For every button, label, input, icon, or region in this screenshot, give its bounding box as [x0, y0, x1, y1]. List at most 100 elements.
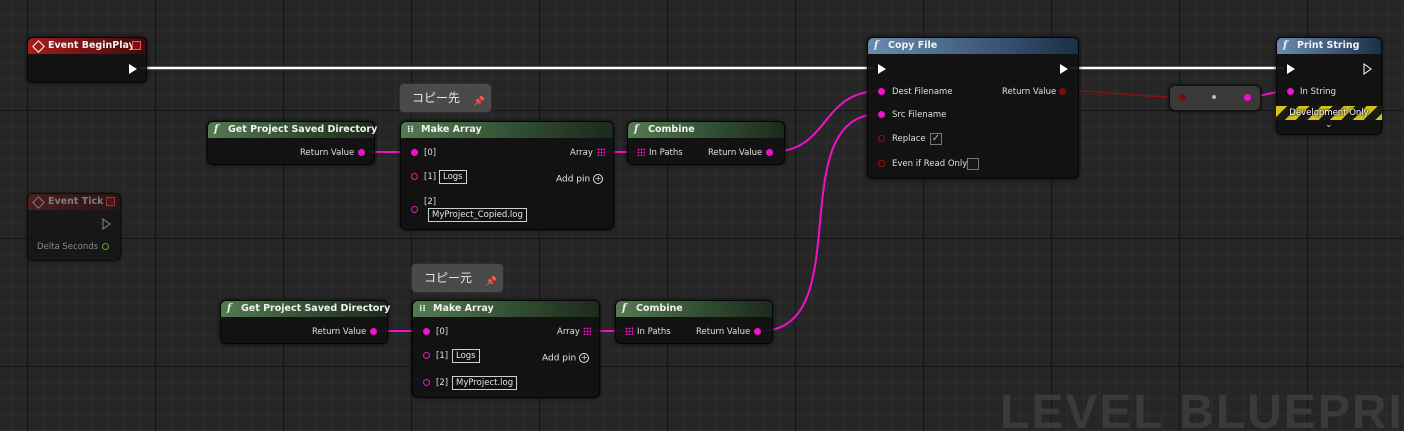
exec-out-pin[interactable] [1363, 63, 1372, 75]
pin-label: [0] [424, 148, 437, 158]
node-make-array-2[interactable]: ⁝⁝ Make Array [0] [1] Logs [2] MyProject… [412, 300, 600, 398]
pin-label: [1] [436, 351, 449, 361]
replace-pin[interactable] [878, 135, 885, 142]
src-filename-pin[interactable] [878, 111, 885, 118]
return-value-label: Return Value [1002, 87, 1057, 97]
node-title: Event Tick [48, 196, 104, 207]
array-input-pin-2[interactable] [411, 206, 418, 213]
node-title: Make Array [421, 124, 482, 135]
node-title: Event BeginPlay [48, 40, 135, 51]
comment-copy-src[interactable]: コピー元 📌 [411, 263, 504, 293]
node-title: Make Array [433, 303, 494, 314]
return-value-pin[interactable] [754, 328, 761, 335]
node-get-project-saved-directory-2[interactable]: f Get Project Saved Directory Return Val… [220, 300, 390, 344]
exec-out-pin[interactable] [129, 64, 137, 74]
even-if-read-only-pin[interactable] [878, 160, 885, 167]
function-icon: f [634, 124, 639, 135]
in-paths-label: In Paths [649, 148, 683, 158]
array-output-pin[interactable] [597, 148, 605, 156]
plus-icon: + [593, 174, 604, 184]
pin-icon[interactable]: 📌 [473, 97, 485, 107]
comment-text: コピー先 [412, 91, 461, 105]
array-input-pin-0[interactable] [411, 149, 418, 156]
node-header: f Combine [616, 301, 772, 317]
in-string-label: In String [1300, 87, 1336, 97]
replace-checkbox[interactable]: ✓ [930, 133, 942, 145]
return-value-pin[interactable] [766, 149, 773, 156]
conversion-input-pin[interactable] [1179, 94, 1186, 101]
make-array-icon: ⁝⁝ [407, 125, 414, 135]
delegate-pin-icon[interactable] [106, 197, 115, 206]
make-array-icon: ⁝⁝ [419, 304, 426, 314]
node-header: f Combine [628, 122, 784, 138]
dest-filename-pin[interactable] [878, 88, 885, 95]
replace-label: Replace [892, 134, 926, 144]
conversion-output-pin[interactable] [1244, 94, 1251, 101]
exec-out-pin[interactable] [1060, 64, 1068, 74]
return-value-label: Return Value [696, 327, 751, 337]
function-icon: f [214, 124, 219, 135]
array-element-2-input[interactable]: MyProject.log [452, 376, 518, 390]
array-element-1-input[interactable]: Logs [452, 349, 480, 363]
even-if-read-only-checkbox[interactable] [967, 158, 979, 170]
array-element-2-input[interactable]: MyProject_Copied.log [428, 208, 527, 222]
conversion-node[interactable] [1169, 85, 1261, 111]
array-input-pin-0[interactable] [423, 328, 430, 335]
development-only-label: Development Only [1289, 108, 1369, 118]
delegate-pin-icon[interactable] [132, 41, 141, 50]
exec-in-pin[interactable] [878, 64, 886, 74]
array-output-pin[interactable] [583, 327, 591, 335]
in-paths-pin[interactable] [637, 148, 645, 156]
add-pin-button[interactable]: Add pin+ [556, 174, 604, 185]
node-get-project-saved-directory-1[interactable]: f Get Project Saved Directory Return Val… [207, 121, 377, 165]
wire-copyret-reroute [1062, 90, 1183, 98]
level-blueprint-watermark: LEVEL BLUEPRINT [1000, 386, 1404, 431]
node-copy-file[interactable]: f Copy File Dest Filename Src Filename R… [867, 37, 1079, 179]
node-combine-1[interactable]: f Combine In Paths Return Value [627, 121, 785, 165]
node-event-tick[interactable]: Event Tick Delta Seconds [27, 193, 121, 261]
return-value-pin[interactable] [1059, 88, 1066, 95]
node-make-array-1[interactable]: ⁝⁝ Make Array [0] [1] Logs [2] MyProject… [400, 121, 614, 230]
event-diamond-icon [32, 40, 45, 53]
function-icon: f [622, 303, 627, 314]
node-title: Combine [648, 124, 695, 135]
pin-label: [2] [436, 378, 449, 388]
array-input-pin-1[interactable] [423, 352, 430, 359]
in-paths-pin[interactable] [625, 327, 633, 335]
even-if-read-only-label: Even if Read Only [892, 159, 968, 169]
node-header: f Get Project Saved Directory [208, 122, 377, 138]
function-icon: f [874, 40, 879, 51]
in-paths-label: In Paths [637, 327, 671, 337]
array-input-pin-2[interactable] [423, 379, 430, 386]
pin-label: [2] [424, 197, 437, 207]
return-value-label: Return Value [312, 327, 367, 337]
node-header: ⁝⁝ Make Array [401, 122, 613, 138]
expand-chevron-icon[interactable]: ⌄ [1325, 120, 1333, 130]
dest-filename-label: Dest Filename [892, 87, 953, 97]
node-combine-2[interactable]: f Combine In Paths Return Value [615, 300, 773, 344]
in-string-pin[interactable] [1287, 88, 1294, 95]
add-pin-label: Add pin [542, 353, 577, 364]
comment-copy-dest[interactable]: コピー先 📌 [399, 83, 492, 113]
node-event-beginplay[interactable]: Event BeginPlay [27, 37, 147, 83]
exec-out-pin[interactable] [102, 218, 111, 230]
node-title: Copy File [888, 40, 938, 51]
array-output-label: Array [557, 327, 580, 337]
add-pin-button[interactable]: Add pin+ [542, 353, 590, 364]
function-icon: f [1283, 40, 1288, 51]
node-header: f Copy File [868, 38, 1078, 54]
event-diamond-icon [32, 196, 45, 209]
pin-icon[interactable]: 📌 [485, 277, 497, 287]
return-value-pin[interactable] [358, 149, 365, 156]
array-element-1-input[interactable]: Logs [439, 170, 467, 184]
pin-label: [0] [436, 327, 449, 337]
delta-seconds-pin[interactable] [102, 243, 109, 250]
return-value-pin[interactable] [370, 328, 377, 335]
node-print-string[interactable]: f Print String In String Development Onl… [1276, 37, 1382, 135]
return-value-label: Return Value [708, 148, 763, 158]
array-input-pin-1[interactable] [411, 173, 418, 180]
add-pin-label: Add pin [556, 174, 591, 185]
exec-in-pin[interactable] [1287, 64, 1295, 74]
